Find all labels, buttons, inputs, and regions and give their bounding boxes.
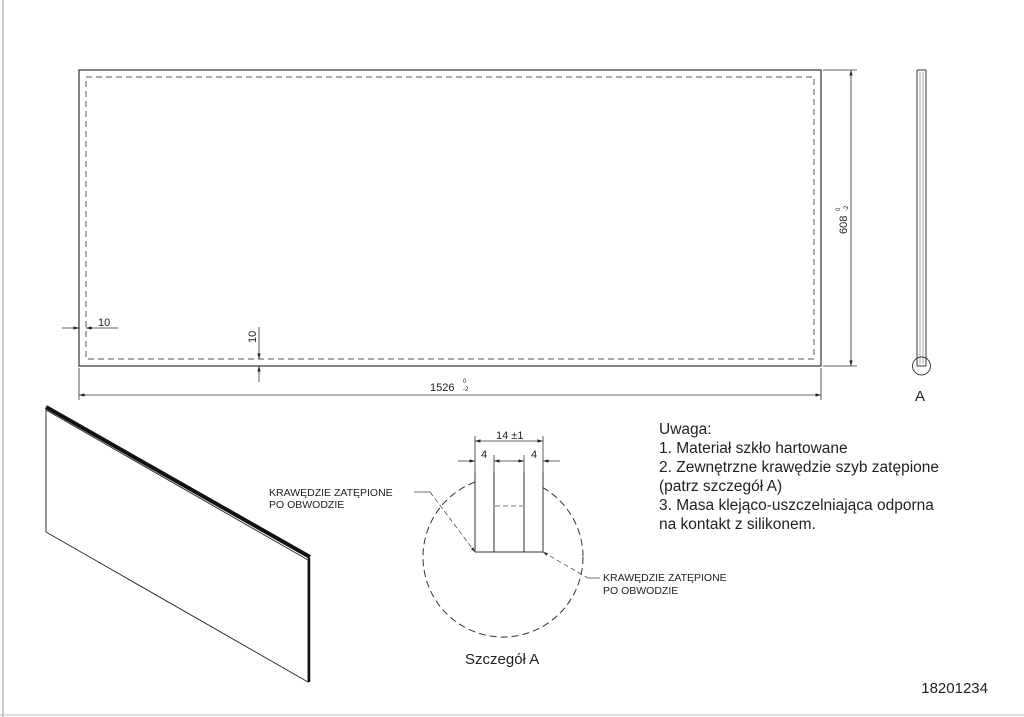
note-item: 2. Zewnętrzne krawędzie szyb zatępione (659, 459, 940, 476)
section-circle (912, 356, 931, 376)
detail-width-value: 14 ±1 (496, 430, 523, 442)
bottom-margin-dimension: 10 (247, 327, 261, 382)
note-item: 1. Materiał szkło hartowane (659, 440, 848, 457)
drawing-number: 18201234 (921, 680, 988, 697)
bottom-margin-value: 10 (247, 331, 259, 343)
height-dimension: 608 0 -2 (823, 69, 857, 367)
note-item: 3. Masa klejąco-uszczelniająca odporna (659, 497, 934, 514)
detail-caption: Szczegół A (465, 651, 539, 668)
height-value: 608 (838, 216, 850, 234)
side-view: A (912, 69, 931, 405)
detail-left-value: 4 (481, 449, 487, 461)
note-item: na kontakt z silikonem. (659, 516, 816, 533)
length-tol-upper: 0 (463, 379, 467, 385)
callout-1-line2: PO OBWODZIE (269, 499, 344, 511)
height-tol-upper: 0 (836, 207, 842, 211)
detail-right-value: 4 (531, 449, 537, 461)
front-view (78, 69, 822, 367)
section-marker: A (915, 388, 925, 405)
callout-2-line2: PO OBWODZIE (603, 585, 678, 597)
length-tol-lower: -2 (463, 387, 469, 393)
height-tol-lower: -2 (844, 205, 850, 211)
callout-2-line1: KRAWĘDZIE ZATĘPIONE (603, 572, 727, 584)
panel-outline (78, 69, 822, 367)
panel-inner-offset (85, 76, 815, 360)
notes-title: Uwaga: (659, 421, 712, 438)
isometric-panel (45, 405, 311, 683)
detail-a: 14 ±1 4 4 KRAWĘDZIE ZATĘPIONE PO OBWODZI… (269, 430, 727, 668)
callout-1-line1: KRAWĘDZIE ZATĘPIONE (269, 487, 393, 499)
glass-section (475, 472, 543, 552)
side-margin-dimension: 10 (62, 317, 118, 330)
length-value: 1526 (430, 382, 454, 394)
note-item: (patrz szczegół A) (659, 478, 783, 495)
notes-block: Uwaga: 1. Materiał szkło hartowane 2. Ze… (659, 420, 999, 534)
length-dimension: 1526 0 -2 (78, 368, 822, 400)
side-margin-value: 10 (98, 317, 110, 329)
